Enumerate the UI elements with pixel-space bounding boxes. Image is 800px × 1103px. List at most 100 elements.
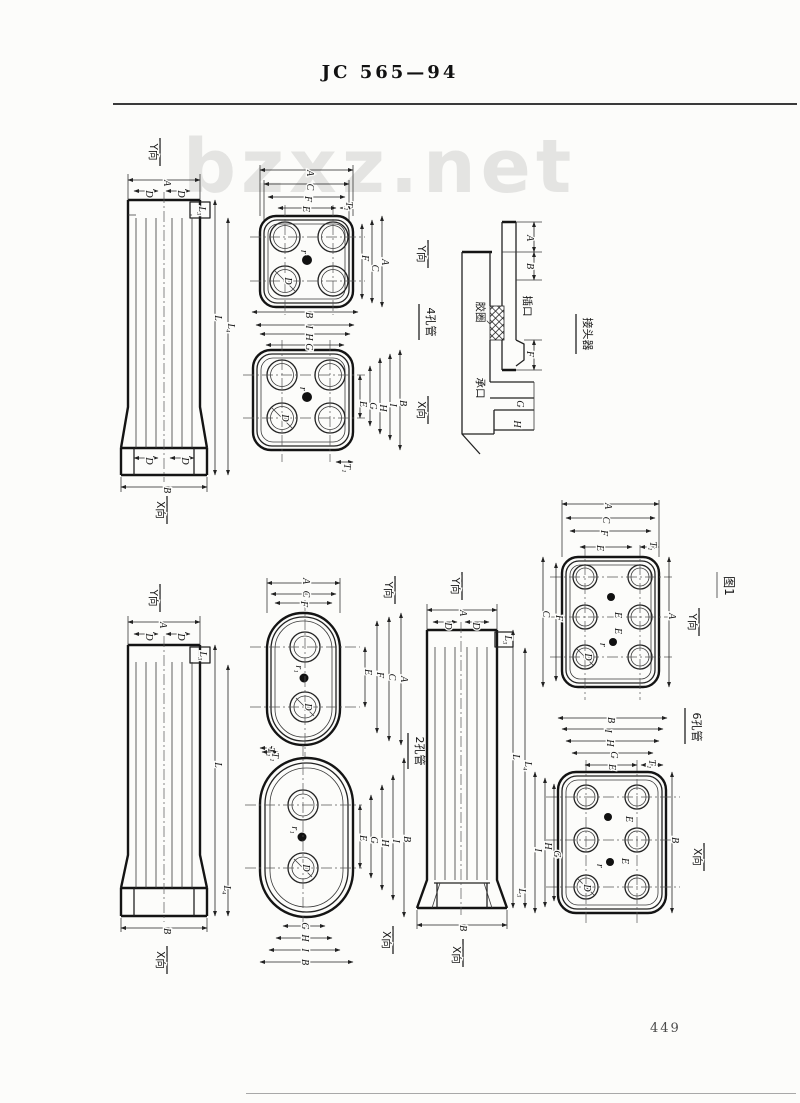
pipe-title-2hole: 2孔管 bbox=[413, 737, 427, 766]
rubber-ring-hatch2 bbox=[490, 306, 504, 340]
dim-label-L3: L₃ bbox=[197, 650, 208, 661]
figure-caption: 图1 bbox=[722, 576, 736, 596]
section-6hole-x: B I H G E T₁ I H G B E E r D 6孔管 X向 bbox=[531, 708, 705, 925]
elevation-4hole: Y向 A D D L₃ L L₄ D D B X向 bbox=[119, 138, 237, 524]
dim-label-I: I bbox=[390, 838, 401, 843]
dim-label-A: A bbox=[304, 169, 315, 177]
dim-label-B: B bbox=[161, 487, 172, 493]
dim-label-F: F bbox=[598, 529, 609, 537]
dim-label-G: G bbox=[514, 400, 525, 407]
dim-label-A: A bbox=[602, 502, 613, 510]
dim-label-G: G bbox=[368, 836, 379, 843]
dim-label-C: C bbox=[540, 611, 551, 618]
dim-label-G: G bbox=[299, 922, 310, 929]
dim-label-A: A bbox=[666, 612, 677, 620]
dim-label-B: B bbox=[524, 263, 535, 269]
view-label-x: X向 bbox=[154, 951, 167, 969]
dim-label-D: D bbox=[143, 632, 154, 641]
dim-label-F: F bbox=[298, 600, 309, 608]
dim-label-E: E bbox=[612, 611, 623, 618]
dim-label-G: G bbox=[367, 402, 378, 409]
spigot-label: 插口 bbox=[521, 296, 534, 317]
view-label-x: X向 bbox=[691, 848, 704, 866]
dim-label-D: D bbox=[442, 621, 453, 630]
joint-detail: A B F G H 插口 胶圈 承口 接头器 bbox=[461, 220, 595, 455]
dim-label-D: D bbox=[175, 189, 186, 198]
dim-label-G: G bbox=[551, 850, 562, 857]
center-hole bbox=[297, 832, 307, 842]
pipe-title-4hole: 4孔管 bbox=[424, 308, 438, 337]
section-4hole-x: B I H G E G H I B T₁ r D 4孔管 X向 bbox=[243, 304, 439, 474]
view-label-y: Y向 bbox=[415, 245, 428, 263]
dim-label-H: H bbox=[379, 838, 390, 847]
dim-label-r: r bbox=[594, 864, 605, 868]
view-label-y: Y向 bbox=[686, 613, 699, 631]
section-4hole-y: A C F E T₁ F C A r D Y向 bbox=[250, 165, 429, 315]
dim-label-B: B bbox=[605, 717, 616, 723]
header-rule bbox=[113, 103, 797, 105]
dim-label-T1: T₁ bbox=[647, 541, 658, 550]
dim-label-B: B bbox=[397, 400, 408, 406]
center-hole bbox=[302, 392, 312, 402]
dim-label-C: C bbox=[300, 591, 311, 598]
standard-number: JC 565—94 bbox=[321, 62, 459, 83]
dim-label-L3: L₃ bbox=[516, 887, 527, 898]
dim-label-H: H bbox=[377, 403, 388, 412]
dim-label-L4: L₄ bbox=[225, 322, 236, 333]
dim-label-D: D bbox=[282, 276, 293, 285]
dim-label-I: I bbox=[532, 847, 543, 852]
dim-label-L4: L₄ bbox=[522, 760, 533, 771]
dim-label-C: C bbox=[369, 265, 380, 272]
dim-label-E: E bbox=[606, 763, 617, 770]
elevation-6hole: Y向 A D D L₃ L L₄ L₃ B X向 bbox=[415, 572, 534, 967]
dim-label-A: A bbox=[157, 621, 168, 629]
dim-label-D: D bbox=[302, 702, 313, 711]
view-label-y: Y向 bbox=[147, 589, 160, 607]
dim-label-L3: L₃ bbox=[502, 634, 513, 645]
dim-label-H: H bbox=[511, 419, 522, 428]
dim-label-B: B bbox=[457, 925, 468, 931]
dim-label-A: A bbox=[161, 179, 172, 187]
elevation-2hole: Y向 A D D L₃ L L₄ B X向 bbox=[119, 584, 233, 974]
view-label-x: X向 bbox=[380, 931, 393, 949]
dim-label-T1: T₁ bbox=[343, 201, 354, 210]
dim-label-I: I bbox=[303, 324, 314, 329]
dim-label-r1: r₁ bbox=[289, 826, 300, 833]
view-label-y: Y向 bbox=[449, 577, 462, 595]
dim-label-T1: T₁ bbox=[269, 752, 280, 761]
dim-label-E: E bbox=[623, 815, 634, 822]
dim-label-F: F bbox=[359, 254, 370, 262]
dim-label-r1: r₁ bbox=[293, 665, 304, 672]
dim-label-r: r bbox=[597, 643, 608, 647]
dim-label-I: I bbox=[602, 728, 613, 733]
dim-label-D: D bbox=[581, 883, 592, 892]
dim-label-r: r bbox=[297, 387, 308, 391]
dim-label-I: I bbox=[299, 947, 310, 952]
dim-label-H: H bbox=[299, 933, 310, 942]
dim-label-E: E bbox=[357, 400, 368, 407]
dim-label-D: D bbox=[143, 456, 154, 465]
dim-label-B: B bbox=[303, 312, 314, 318]
dim-label-F: F bbox=[302, 195, 313, 203]
dim-label-L: L bbox=[510, 753, 521, 760]
dim-label-D: D bbox=[300, 863, 311, 872]
dim-label-A: A bbox=[398, 675, 409, 683]
section-2hole-x: T₁ E G H I B G H I B r₁ D X向 2孔管 bbox=[245, 733, 428, 966]
dim-label-F: F bbox=[553, 614, 564, 622]
dim-label-I: I bbox=[387, 402, 398, 407]
coupling-title: 接头器 bbox=[581, 318, 594, 351]
view-label-x: X向 bbox=[450, 946, 463, 964]
center-hole bbox=[609, 638, 617, 646]
center-hole bbox=[604, 813, 612, 821]
rubber-ring-label: 胶圈 bbox=[474, 302, 487, 323]
dim-label-C: C bbox=[304, 184, 315, 191]
dim-label-L3: L₃ bbox=[196, 205, 207, 216]
socket-label: 承口 bbox=[474, 378, 486, 399]
dim-label-D: D bbox=[279, 413, 290, 422]
dim-label-C: C bbox=[386, 674, 397, 681]
page-number: 449 bbox=[650, 1021, 681, 1036]
dim-label-A: A bbox=[379, 258, 390, 266]
view-label-y: Y向 bbox=[382, 581, 395, 599]
center-hole bbox=[299, 673, 309, 683]
